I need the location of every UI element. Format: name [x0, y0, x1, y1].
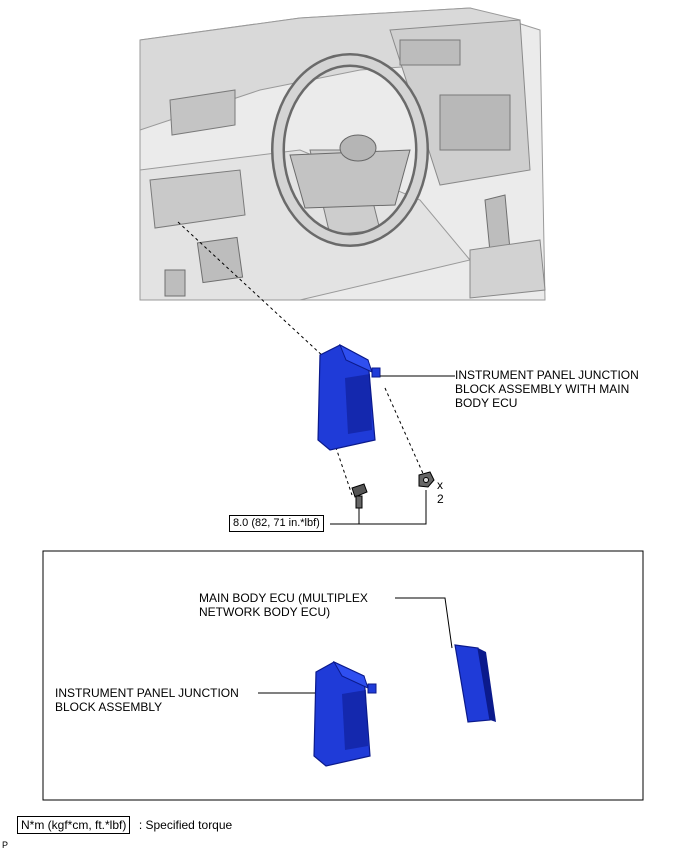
callout-main-body-ecu: MAIN BODY ECU (MULTIPLEX NETWORK BODY EC… — [199, 591, 368, 619]
callout-junction-block: INSTRUMENT PANEL JUNCTION BLOCK ASSEMBLY — [55, 686, 239, 714]
nut-icon — [418, 471, 435, 488]
quantity-count: 2 — [437, 492, 444, 506]
callout-junction-block-with-ecu: INSTRUMENT PANEL JUNCTION BLOCK ASSEMBLY… — [455, 368, 639, 410]
components-box — [42, 550, 644, 801]
torque-bracket-lines — [330, 490, 427, 525]
footer-code: P — [2, 840, 9, 850]
vehicle-interior-illustration — [139, 7, 546, 301]
dashed-lead-lines — [177, 221, 426, 496]
torque-legend: N*m (kgf*cm, ft.*lbf) : Specified torque — [17, 816, 232, 834]
junction-block-part — [313, 660, 377, 767]
bolt-icon — [351, 483, 368, 509]
torque-spec: 8.0 (82, 71 in.*lbf) — [229, 515, 324, 532]
legend-symbol: N*m (kgf*cm, ft.*lbf) — [17, 816, 131, 834]
junction-block-with-ecu-part — [317, 343, 381, 451]
callout-leader-ecu — [395, 597, 453, 649]
quantity-x: x — [437, 478, 443, 492]
main-body-ecu-part — [454, 644, 496, 723]
legend-text: : Specified torque — [138, 818, 233, 832]
